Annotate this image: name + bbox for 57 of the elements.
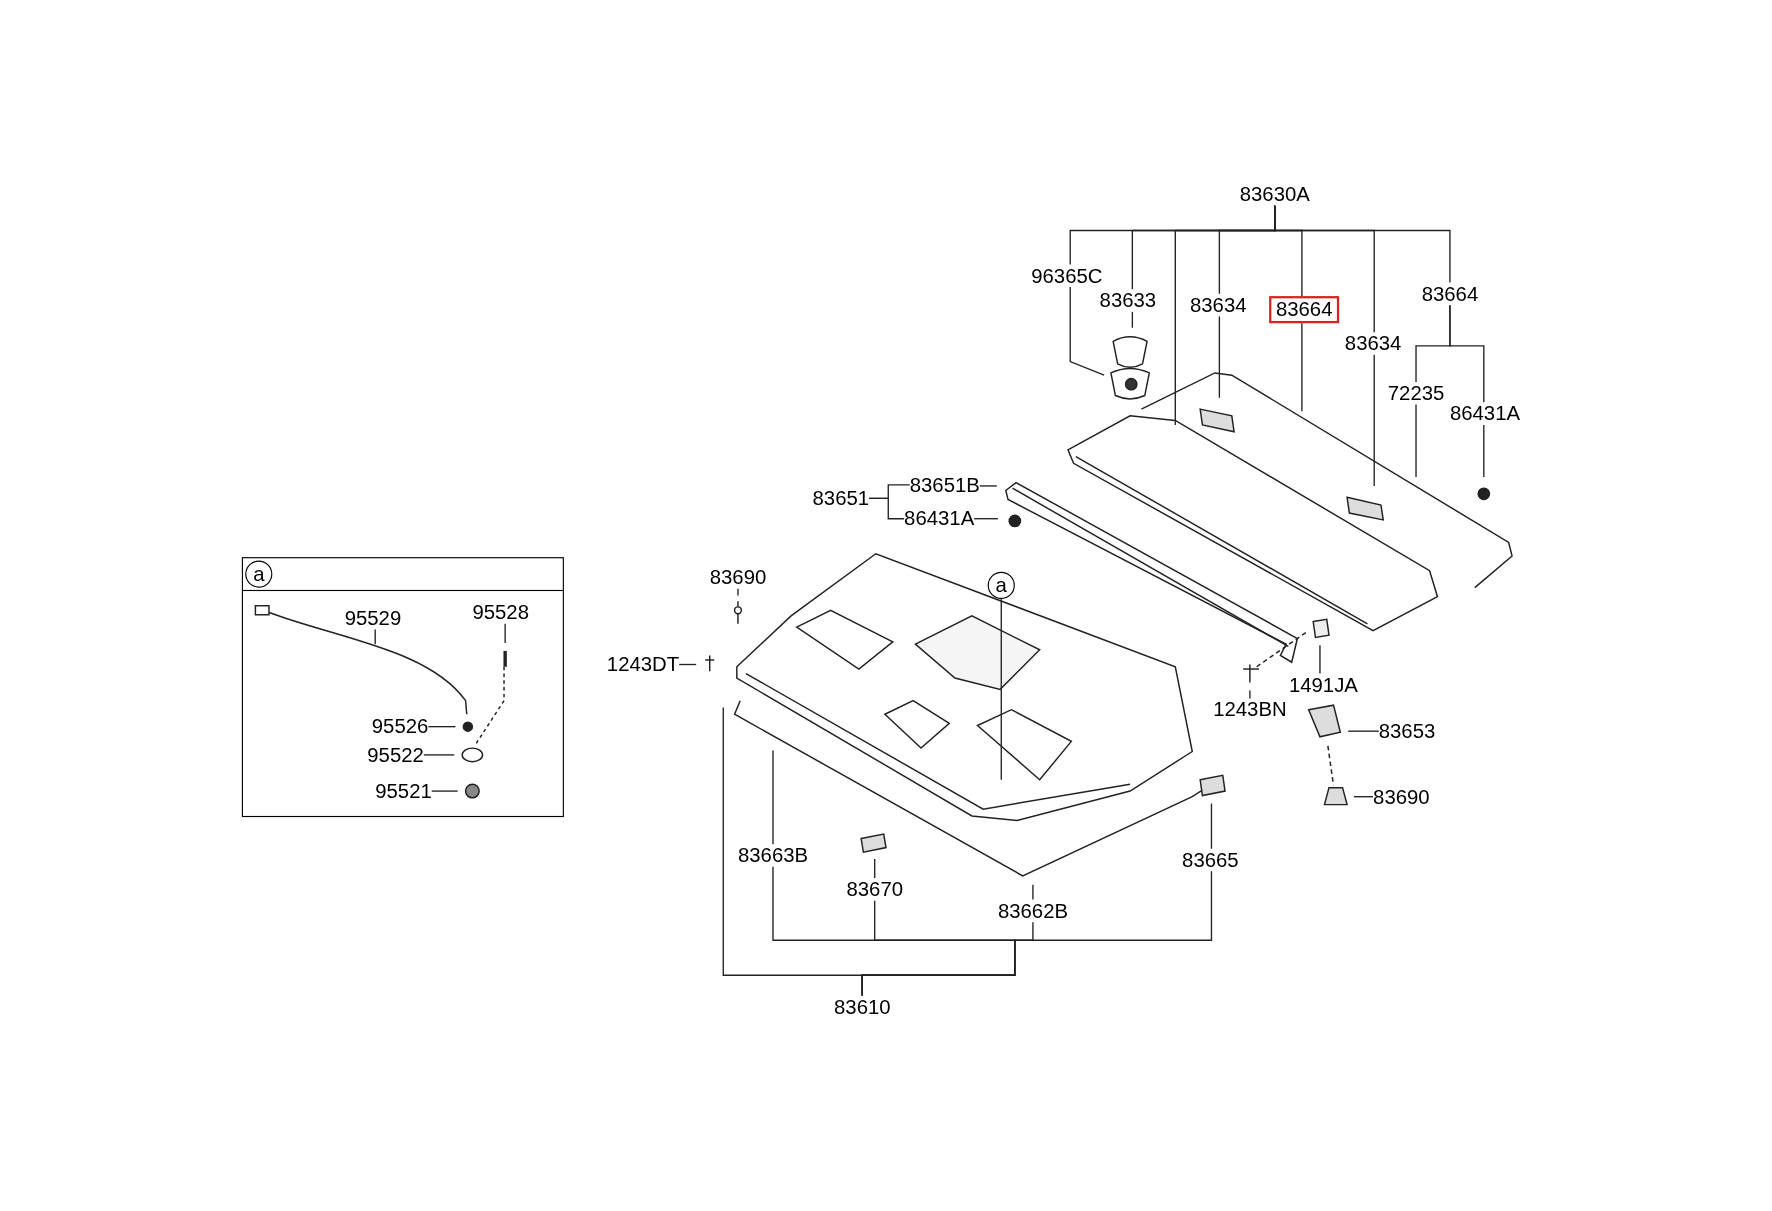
leader-line xyxy=(1249,689,1251,700)
leader-line xyxy=(1000,598,1002,781)
leader-line xyxy=(504,623,506,644)
leader-line xyxy=(874,858,876,879)
leader-line xyxy=(1483,424,1485,478)
leader-line xyxy=(737,588,739,597)
callout-number: 95529 xyxy=(344,606,402,630)
callout-number: 83670 xyxy=(846,878,903,901)
leader-line xyxy=(431,790,459,792)
leader-line xyxy=(1373,354,1375,487)
leader-line xyxy=(861,870,1213,997)
leader-line xyxy=(374,628,376,645)
callout-number: 86431A xyxy=(904,507,975,530)
leader-line xyxy=(1301,322,1303,413)
leader-line xyxy=(1174,205,1276,426)
leader-line xyxy=(973,518,999,520)
callout-number: 95522 xyxy=(367,743,424,767)
callout-number: 83665 xyxy=(1182,848,1239,872)
callout-number: 83690 xyxy=(709,566,767,589)
callout-number: 83653 xyxy=(1378,719,1436,743)
leader-line xyxy=(427,726,457,728)
leader-line xyxy=(1353,796,1374,798)
callout-number: 83690 xyxy=(1373,785,1430,808)
callout-number: 95521 xyxy=(375,779,432,803)
callout-number: 95526 xyxy=(371,715,429,738)
callout-number: 1243DT xyxy=(606,653,680,676)
callout-number: 96365C xyxy=(1031,264,1103,288)
callout-number: 83662B xyxy=(997,899,1068,923)
leader-line xyxy=(772,749,774,845)
callout-number: 1243BN xyxy=(1213,698,1287,721)
callout-number: 83630A xyxy=(1239,183,1310,206)
leader-line xyxy=(1131,311,1134,329)
leader-line xyxy=(1210,802,1213,850)
leader-line xyxy=(678,663,697,666)
callout-number: 83610 xyxy=(834,995,891,1019)
leader-line xyxy=(1319,644,1321,675)
callout-number: 1491JA xyxy=(1288,673,1358,697)
leader-line xyxy=(979,485,998,487)
leader-line xyxy=(1347,730,1380,732)
leader-line xyxy=(1218,315,1221,399)
leader-line xyxy=(868,497,905,520)
leader-line xyxy=(1032,884,1034,901)
callout-number: 83633 xyxy=(1099,289,1157,312)
callout-number: 83634 xyxy=(1190,293,1247,317)
callout-number: 83651B xyxy=(909,473,980,497)
callout-number: 83634 xyxy=(1344,332,1402,355)
callout-number: 72235 xyxy=(1387,381,1445,405)
leader-line xyxy=(1415,403,1417,478)
callout-number: 83664 xyxy=(1421,282,1479,306)
callout-number: 83664 xyxy=(1269,296,1340,324)
callout-number: 95528 xyxy=(472,601,529,624)
callout-number: 83663B xyxy=(737,844,809,867)
leader-line xyxy=(1449,304,1485,403)
callout-number: 86431A xyxy=(1449,402,1521,425)
callout-number: 83651 xyxy=(812,487,870,510)
leader-line xyxy=(423,754,455,756)
leader-line xyxy=(1069,286,1105,376)
